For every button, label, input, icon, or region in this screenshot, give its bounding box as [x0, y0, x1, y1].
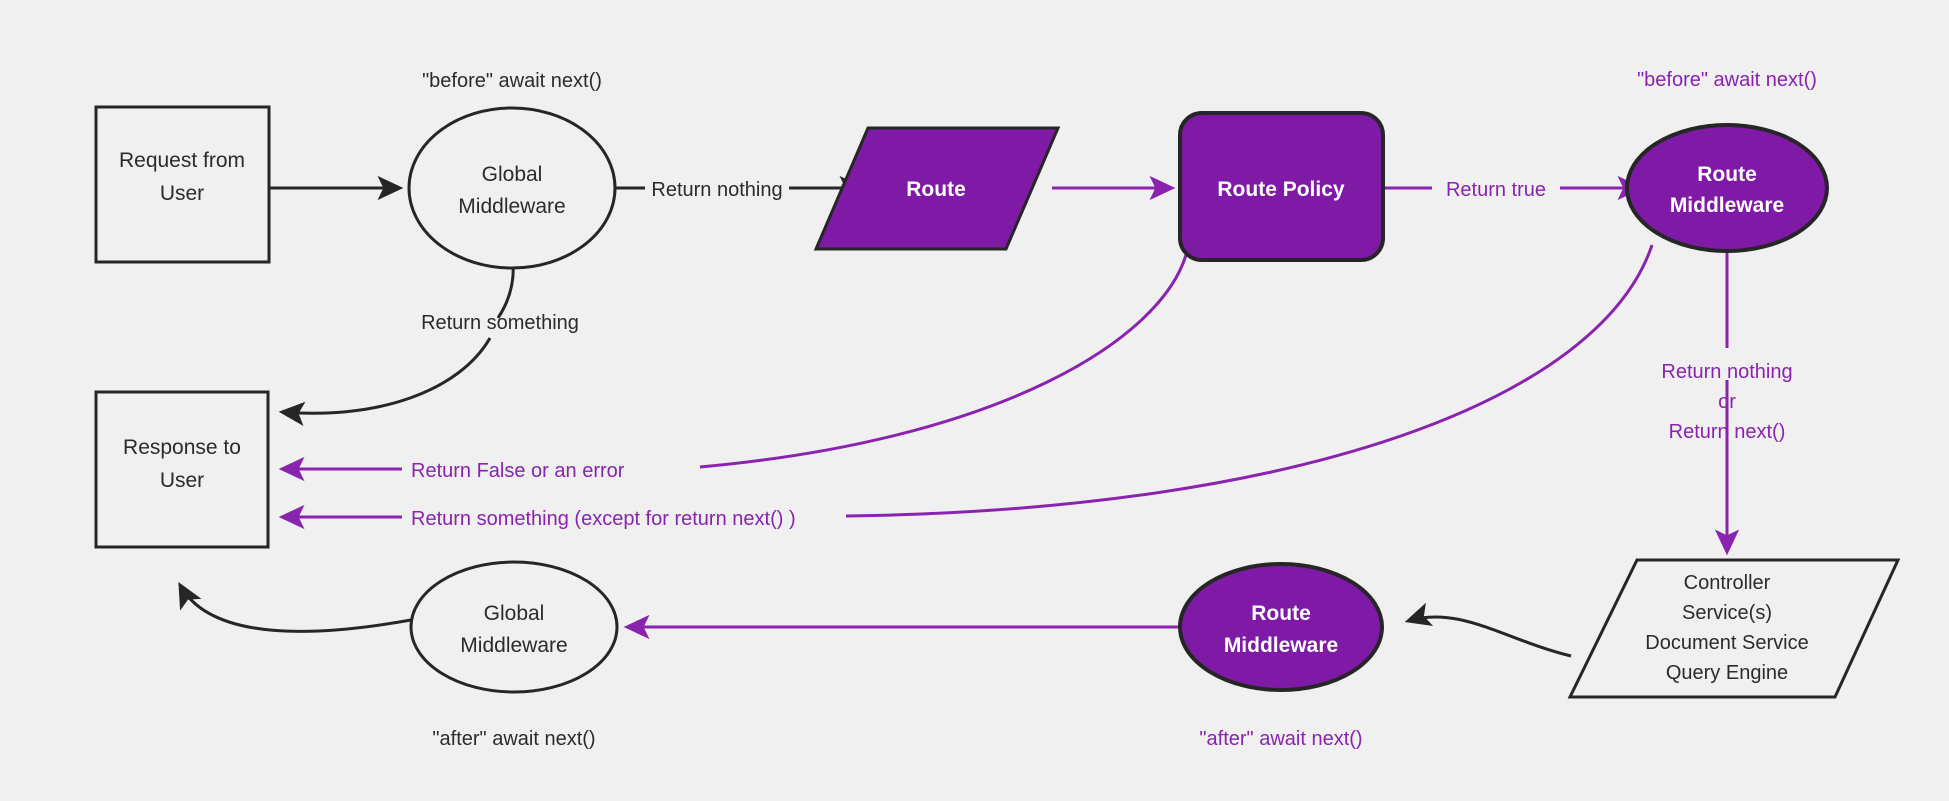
- label-return-something-except: Return something (except for return next…: [411, 508, 796, 530]
- label-before-await-next-global: "before" await next(): [422, 70, 602, 92]
- node-global-middleware-top-line2: Middleware: [458, 195, 565, 218]
- node-route-middleware-bottom-line1: Route: [1251, 602, 1311, 625]
- node-response-to-user-line1: Response to: [123, 436, 241, 459]
- label-return-something-global: Return something: [421, 312, 579, 334]
- node-route[interactable]: Route: [813, 126, 1061, 251]
- node-request-from-user-line1: Request from: [119, 149, 245, 172]
- label-return-next-route-middleware: Return next(): [1669, 421, 1786, 443]
- edge-global-middleware-to-response-lower: [278, 337, 492, 426]
- edge-controller-to-route-middleware-bottom: [1404, 602, 1572, 658]
- node-route-middleware-top-line1: Route: [1697, 163, 1757, 186]
- node-route-middleware-top-line2: Middleware: [1670, 194, 1784, 217]
- label-after-await-next-route: "after" await next(): [1199, 728, 1362, 750]
- label-after-await-next-global: "after" await next(): [432, 728, 595, 750]
- node-request-from-user[interactable]: Request from User: [94, 105, 271, 264]
- label-return-false-or-error: Return False or an error: [411, 460, 625, 482]
- node-global-middleware-top[interactable]: Global Middleware: [407, 106, 617, 270]
- node-response-to-user-line2: User: [160, 469, 204, 492]
- node-route-policy[interactable]: Route Policy: [1178, 111, 1385, 262]
- label-or: or: [1718, 391, 1736, 413]
- node-route-middleware-top[interactable]: Route Middleware: [1625, 123, 1829, 253]
- node-controller-line4: Query Engine: [1666, 662, 1788, 684]
- node-global-middleware-bottom[interactable]: Global Middleware: [409, 560, 619, 694]
- label-return-true: Return true: [1446, 179, 1546, 201]
- node-controller-line2: Service(s): [1682, 602, 1772, 624]
- edge-route-policy-to-response-curve: [699, 254, 1188, 469]
- node-controller-line1: Controller: [1684, 572, 1771, 594]
- edge-route-middleware-to-response-curve: [845, 244, 1654, 518]
- node-global-middleware-bottom-line1: Global: [484, 602, 545, 625]
- node-global-middleware-top-line1: Global: [482, 163, 543, 186]
- node-route-label: Route: [906, 178, 966, 201]
- label-return-nothing-global: Return nothing: [651, 179, 782, 201]
- node-route-middleware-bottom-line2: Middleware: [1224, 634, 1338, 657]
- edge-layer: [178, 175, 1740, 658]
- node-route-policy-label: Route Policy: [1217, 178, 1345, 201]
- label-before-await-next-route: "before" await next(): [1637, 69, 1817, 91]
- edge-global-middleware-bottom-to-response: [178, 582, 412, 633]
- node-controller-line3: Document Service: [1645, 632, 1808, 654]
- node-controller-services[interactable]: Controller Service(s) Document Service Q…: [1567, 558, 1901, 699]
- label-return-nothing-route-middleware: Return nothing: [1661, 361, 1792, 383]
- node-global-middleware-bottom-line2: Middleware: [460, 634, 567, 657]
- node-layer: Request from User "before" await next() …: [94, 69, 1901, 750]
- node-request-from-user-line2: User: [160, 182, 204, 205]
- node-route-middleware-bottom[interactable]: Route Middleware: [1178, 562, 1384, 692]
- node-response-to-user[interactable]: Response to User: [94, 390, 270, 549]
